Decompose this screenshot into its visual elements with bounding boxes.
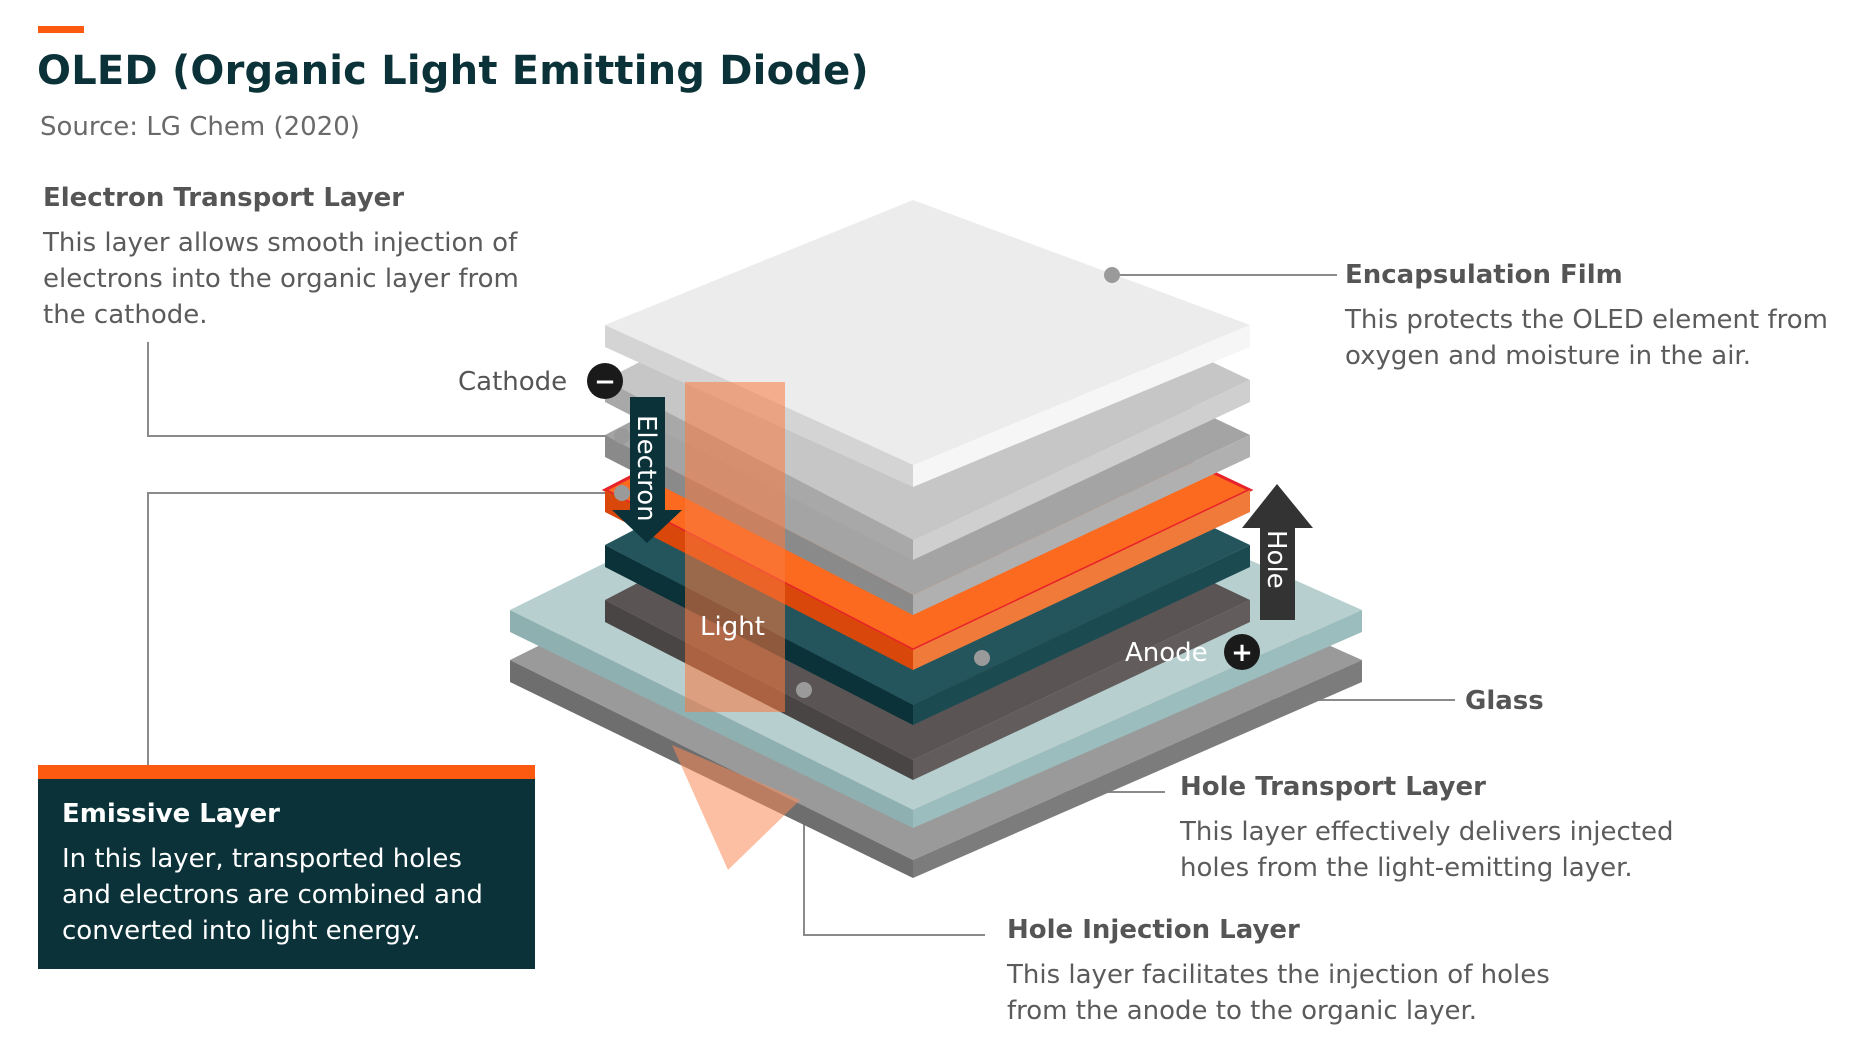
callout-electron-transport-title: Electron Transport Layer (43, 183, 405, 213)
light-beam (672, 382, 800, 870)
anode-label: Anode (1125, 638, 1208, 668)
callout-hole-injection-line-2: from the anode to the organic layer. (1007, 996, 1478, 1026)
callout-hole-injection: Hole Injection Layer This layer facilita… (1007, 915, 1550, 1029)
callout-electron-transport-line-2: electrons into the organic layer from (43, 264, 519, 294)
callout-encapsulation-line-2: oxygen and moisture in the air. (1345, 341, 1751, 371)
plus-badge (1224, 634, 1260, 670)
leader-line-emissive (147, 492, 620, 765)
callout-encapsulation-title: Encapsulation Film (1345, 260, 1623, 290)
callout-hole-transport: Hole Transport Layer This layer effectiv… (1180, 772, 1674, 886)
leader-line-electron-transport (147, 342, 620, 437)
callout-encapsulation-line-1: This protects the OLED element from (1345, 305, 1828, 335)
hole-arrow (1242, 484, 1313, 620)
callout-hole-transport-line-2: holes from the light-emitting layer. (1180, 853, 1633, 883)
dot-emissive (614, 485, 630, 501)
cathode-label: Cathode (458, 367, 567, 397)
source-note: Source: LG Chem (2020) (40, 112, 360, 142)
callout-hole-transport-title: Hole Transport Layer (1180, 772, 1486, 802)
dot-glass (1227, 692, 1243, 708)
minus-badge (587, 363, 623, 399)
dot-hole-transport (974, 650, 990, 666)
callout-emissive-title: Emissive Layer (62, 799, 280, 829)
dot-electron-transport (614, 428, 630, 444)
electron-arrow (612, 397, 682, 543)
light-label: Light (700, 612, 765, 642)
emissive-callout-accent (38, 765, 535, 779)
callout-hole-transport-line-1: This layer effectively delivers injected (1180, 817, 1674, 847)
dot-hole-injection (796, 682, 812, 698)
callout-emissive-line-2: and electrons are combined and (62, 880, 483, 910)
callout-emissive: Emissive Layer In this layer, transporte… (62, 799, 483, 949)
minus-sign: − (594, 367, 616, 397)
electron-label: Electron (631, 415, 661, 522)
callout-electron-transport-line-1: This layer allows smooth injection of (43, 228, 518, 258)
callout-emissive-line-1: In this layer, transported holes (62, 844, 462, 874)
callout-electron-transport: Electron Transport Layer This layer allo… (43, 183, 519, 333)
title-accent-bar (38, 26, 84, 33)
dot-encapsulation (1104, 267, 1120, 283)
page-title: OLED (Organic Light Emitting Diode) (37, 48, 869, 94)
anchor-dots (614, 267, 1243, 708)
callout-electron-transport-line-3: the cathode. (43, 300, 208, 330)
callout-glass-title: Glass (1465, 686, 1544, 716)
callout-hole-injection-title: Hole Injection Layer (1007, 915, 1300, 945)
emissive-callout-box (38, 765, 535, 969)
callout-hole-injection-line-1: This layer facilitates the injection of … (1007, 960, 1550, 990)
plus-sign: + (1231, 638, 1253, 668)
hole-label: Hole (1261, 530, 1291, 589)
callout-emissive-line-3: converted into light energy. (62, 916, 421, 946)
callout-encapsulation: Encapsulation Film This protects the OLE… (1345, 260, 1828, 374)
